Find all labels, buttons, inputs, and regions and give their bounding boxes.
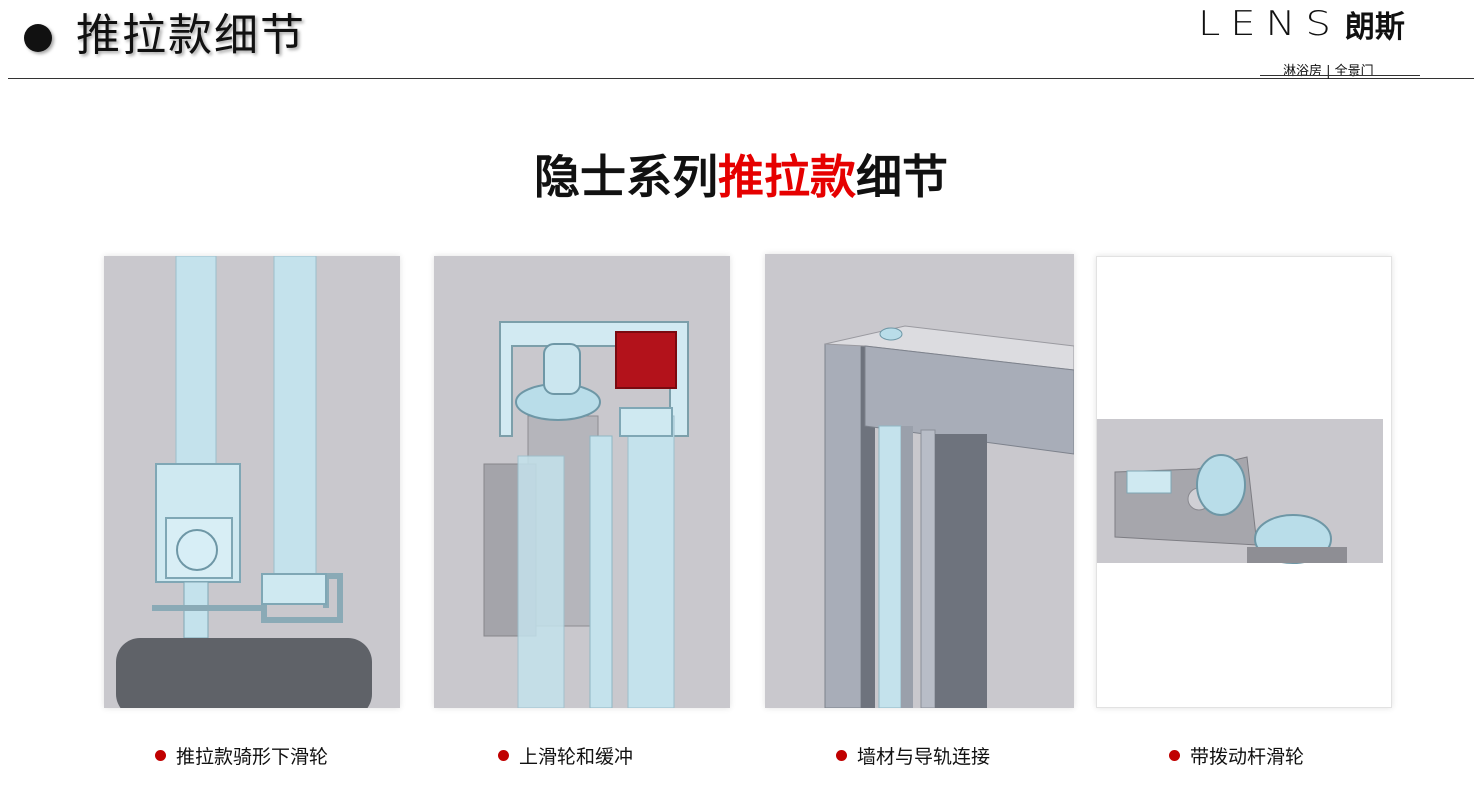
wall-rail-image — [765, 254, 1074, 708]
bottom-roller-image — [104, 256, 400, 708]
caption-bullet-icon — [498, 749, 509, 761]
logo-underline — [1260, 75, 1420, 76]
logo-chinese-name: 朗斯 — [1344, 10, 1405, 45]
caption-text: 上滑轮和缓冲 — [519, 745, 634, 768]
top-roller-image — [434, 256, 730, 708]
caption-bullet-icon — [155, 749, 166, 761]
caption-bullet-icon — [836, 749, 847, 761]
caption-text: 带拨动杆滑轮 — [1190, 745, 1305, 768]
caption-text: 推拉款骑形下滑轮 — [176, 745, 329, 768]
section-title-prefix: 隐士系列 — [534, 150, 718, 204]
caption-lever-roller: 带拨动杆滑轮 — [1169, 740, 1304, 770]
logo-tagline: 淋浴房 | 全景门 — [1283, 64, 1374, 79]
logo-wordmark: LENS — [1198, 4, 1341, 44]
lever-roller-image — [1096, 256, 1392, 708]
caption-bullet-icon — [1169, 749, 1180, 761]
section-title-highlight: 推拉款 — [718, 150, 856, 204]
header-bullet-icon — [24, 24, 52, 52]
caption-wall-rail: 墙材与导轨连接 — [836, 740, 990, 770]
brand-logo: LENS 朗斯 — [1198, 2, 1476, 46]
caption-top-roller: 上滑轮和缓冲 — [498, 740, 633, 770]
caption-text: 墙材与导轨连接 — [857, 745, 991, 768]
section-title-suffix: 细节 — [856, 150, 948, 204]
caption-bottom-roller: 推拉款骑形下滑轮 — [155, 740, 328, 770]
header-divider — [8, 78, 1474, 79]
page-title: 推拉款细节 — [76, 10, 306, 61]
section-title: 隐士系列推拉款细节 — [0, 142, 1482, 212]
